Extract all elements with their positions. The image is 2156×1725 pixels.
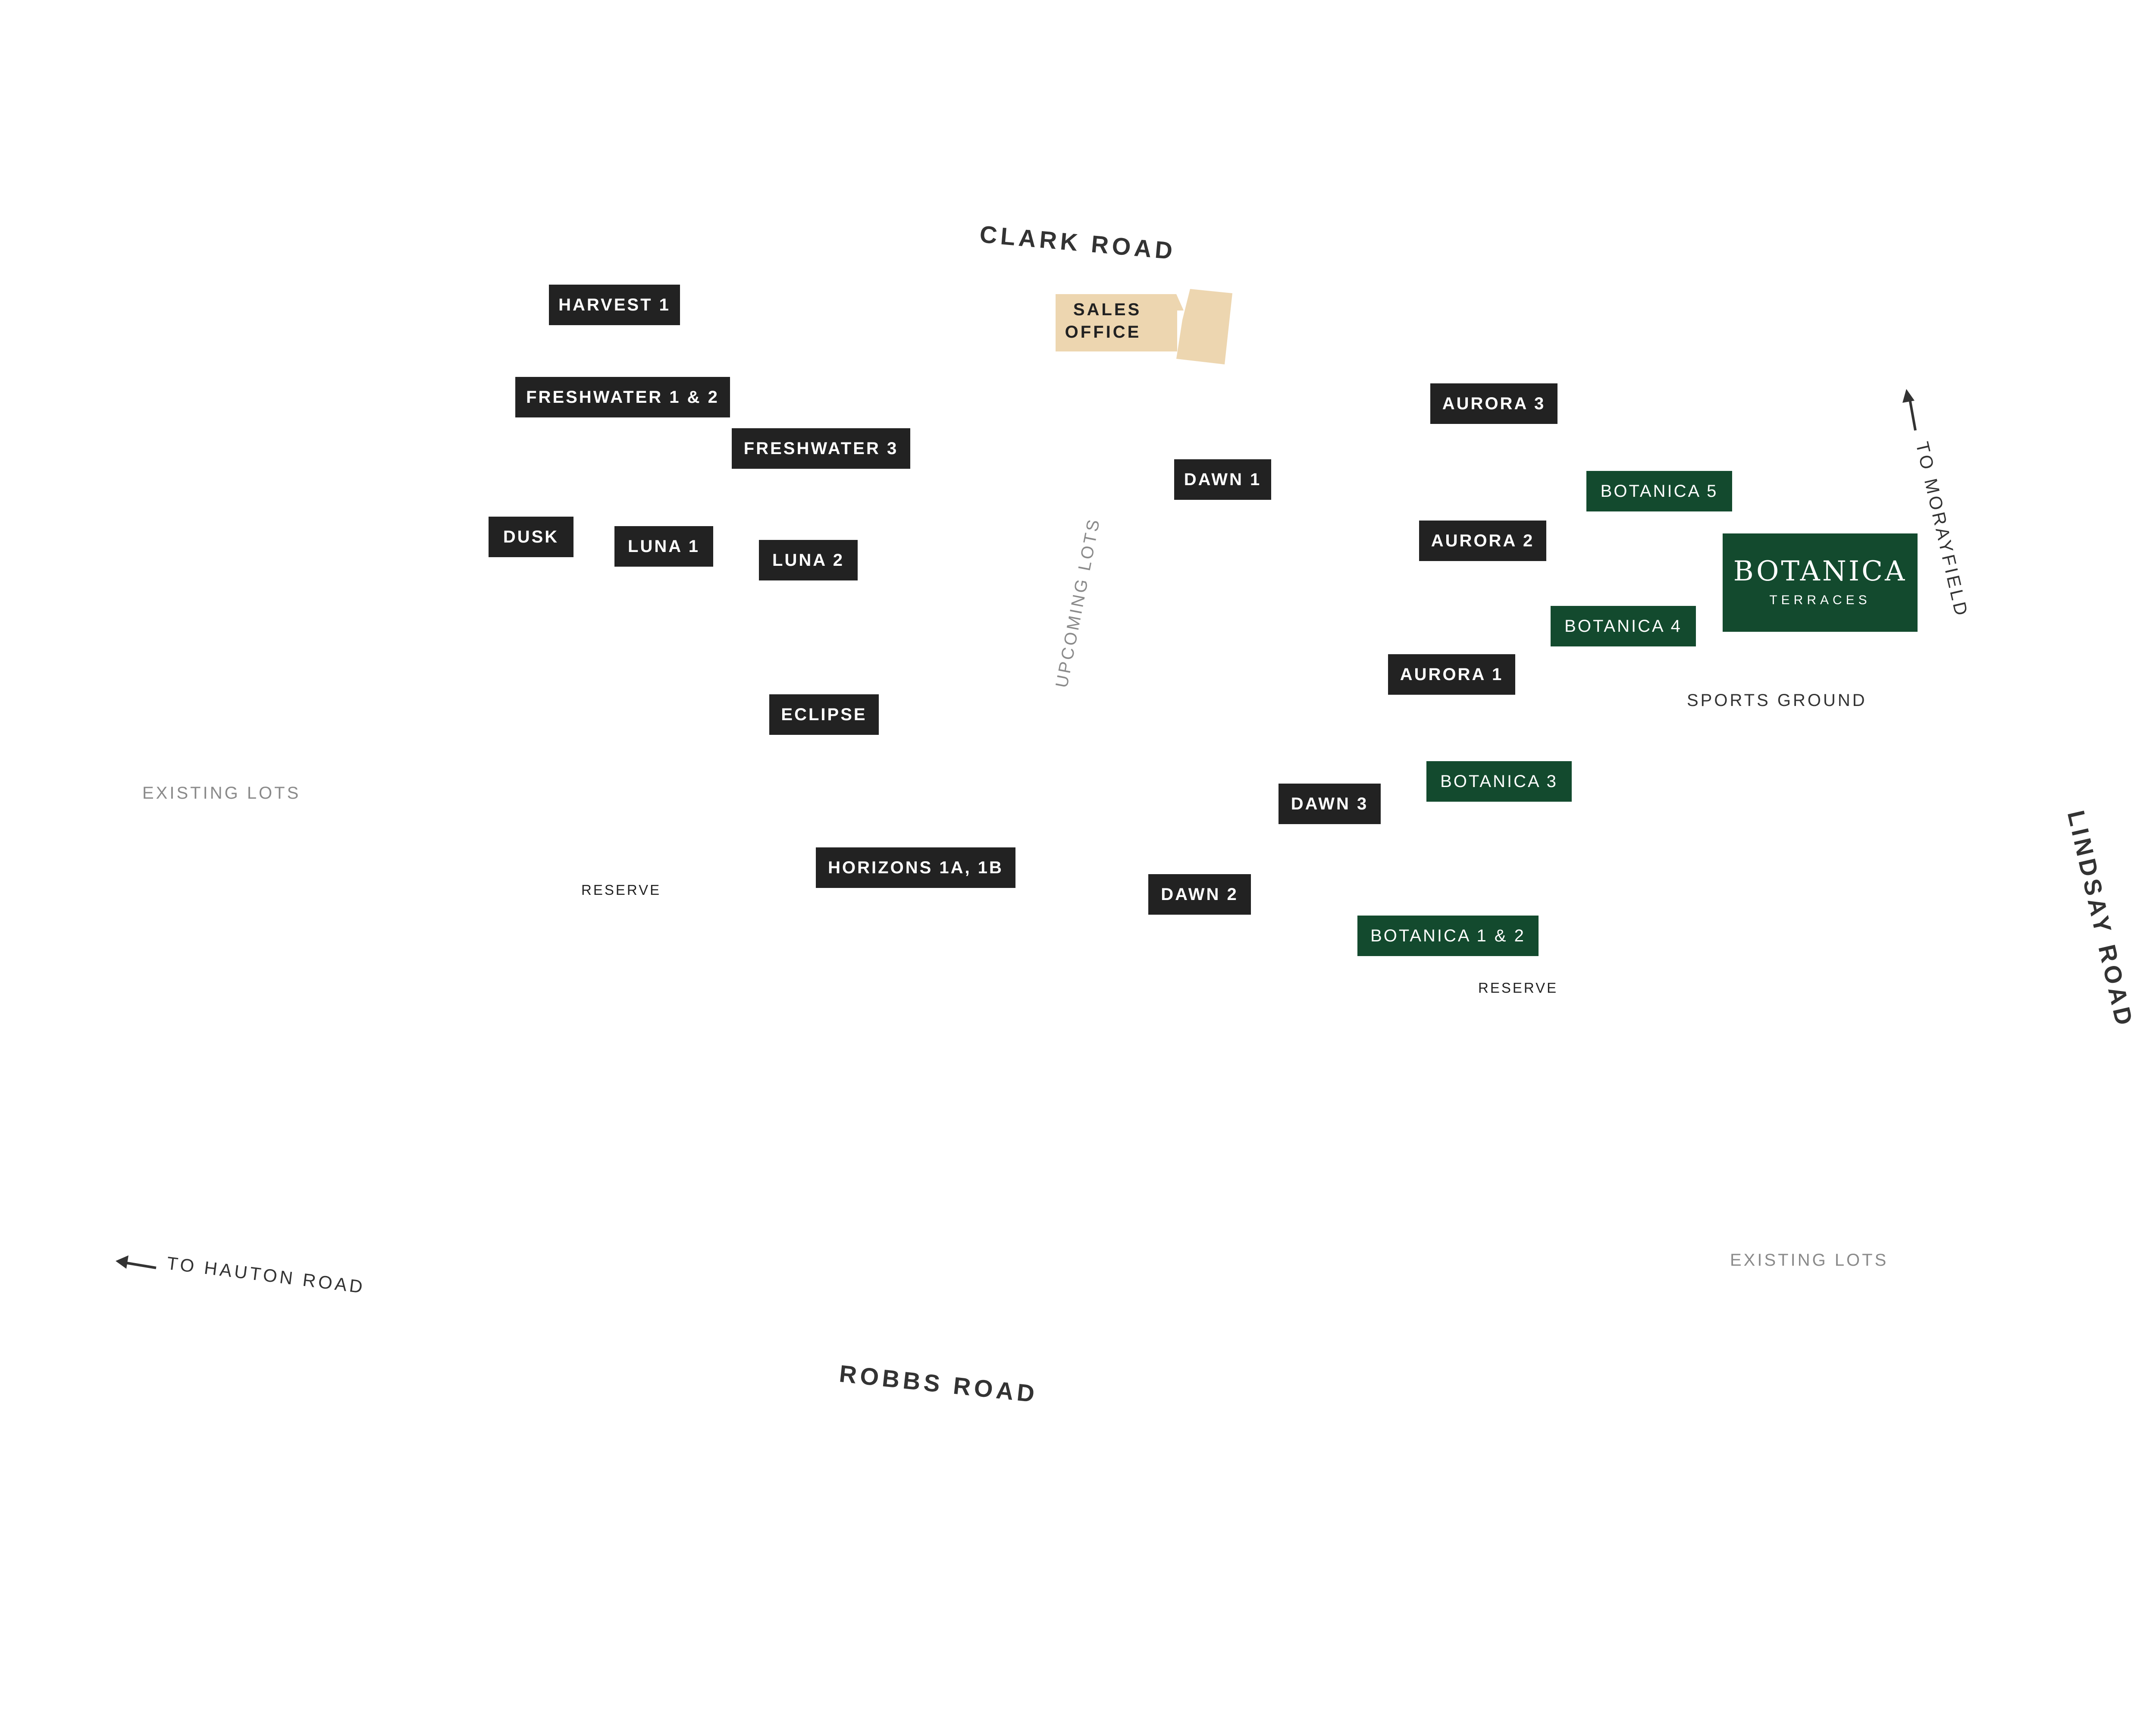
stage-freshwater-1-2[interactable]: FRESHWATER 1 & 2	[515, 377, 730, 417]
existing-lots-west-label: EXISTING LOTS	[142, 784, 301, 803]
stage-luna-1[interactable]: LUNA 1	[614, 526, 713, 567]
stage-eclipse[interactable]: ECLIPSE	[769, 694, 879, 735]
stage-aurora-1[interactable]: AURORA 1	[1388, 654, 1515, 695]
sports-ground-label: SPORTS GROUND	[1687, 691, 1867, 710]
sales-office-line1: SALES	[1073, 300, 1142, 319]
stage-dusk[interactable]: DUSK	[489, 517, 573, 557]
stage-botanica-1-2[interactable]: BOTANICA 1 & 2	[1357, 916, 1539, 956]
upcoming-lots-label: UPCOMING LOTS	[1052, 516, 1104, 690]
stage-horizons-1a-1b[interactable]: HORIZONS 1A, 1B	[816, 847, 1015, 888]
stage-botanica-5[interactable]: BOTANICA 5	[1586, 471, 1732, 511]
stage-harvest-1[interactable]: HARVEST 1	[549, 285, 680, 325]
lindsay-road-label: LINDSAY ROAD	[2062, 808, 2139, 1031]
stage-aurora-2[interactable]: AURORA 2	[1419, 521, 1546, 561]
sales-office-label[interactable]: SALES OFFICE	[1056, 298, 1159, 343]
stage-dawn-2[interactable]: DAWN 2	[1148, 874, 1251, 915]
clark-road-label: CLARK ROAD	[978, 220, 1177, 265]
stage-aurora-3[interactable]: AURORA 3	[1430, 383, 1557, 424]
robbs-road-label: ROBBS ROAD	[838, 1359, 1040, 1408]
stage-dawn-1[interactable]: DAWN 1	[1174, 459, 1271, 500]
logo-subtitle: TERRACES	[1769, 593, 1871, 607]
reserve-east-label: RESERVE	[1478, 980, 1558, 996]
stage-botanica-4[interactable]: BOTANICA 4	[1551, 606, 1696, 646]
existing-lots-east-label: EXISTING LOTS	[1730, 1251, 1889, 1270]
logo-title: BOTANICA	[1733, 555, 1907, 587]
stage-dawn-3[interactable]: DAWN 3	[1279, 784, 1381, 824]
reserve-west-label: RESERVE	[581, 882, 661, 898]
to-morayfield-label: TO MORAYFIELD	[1912, 440, 1972, 620]
stage-luna-2[interactable]: LUNA 2	[759, 540, 858, 580]
stage-botanica-3[interactable]: BOTANICA 3	[1426, 761, 1572, 802]
to-hauton-road-label: TO HAUTON ROAD	[166, 1253, 367, 1298]
botanica-terraces-logo: BOTANICA TERRACES	[1723, 533, 1918, 632]
stage-freshwater-3[interactable]: FRESHWATER 3	[732, 428, 910, 469]
sales-office-line2: OFFICE	[1065, 323, 1141, 342]
